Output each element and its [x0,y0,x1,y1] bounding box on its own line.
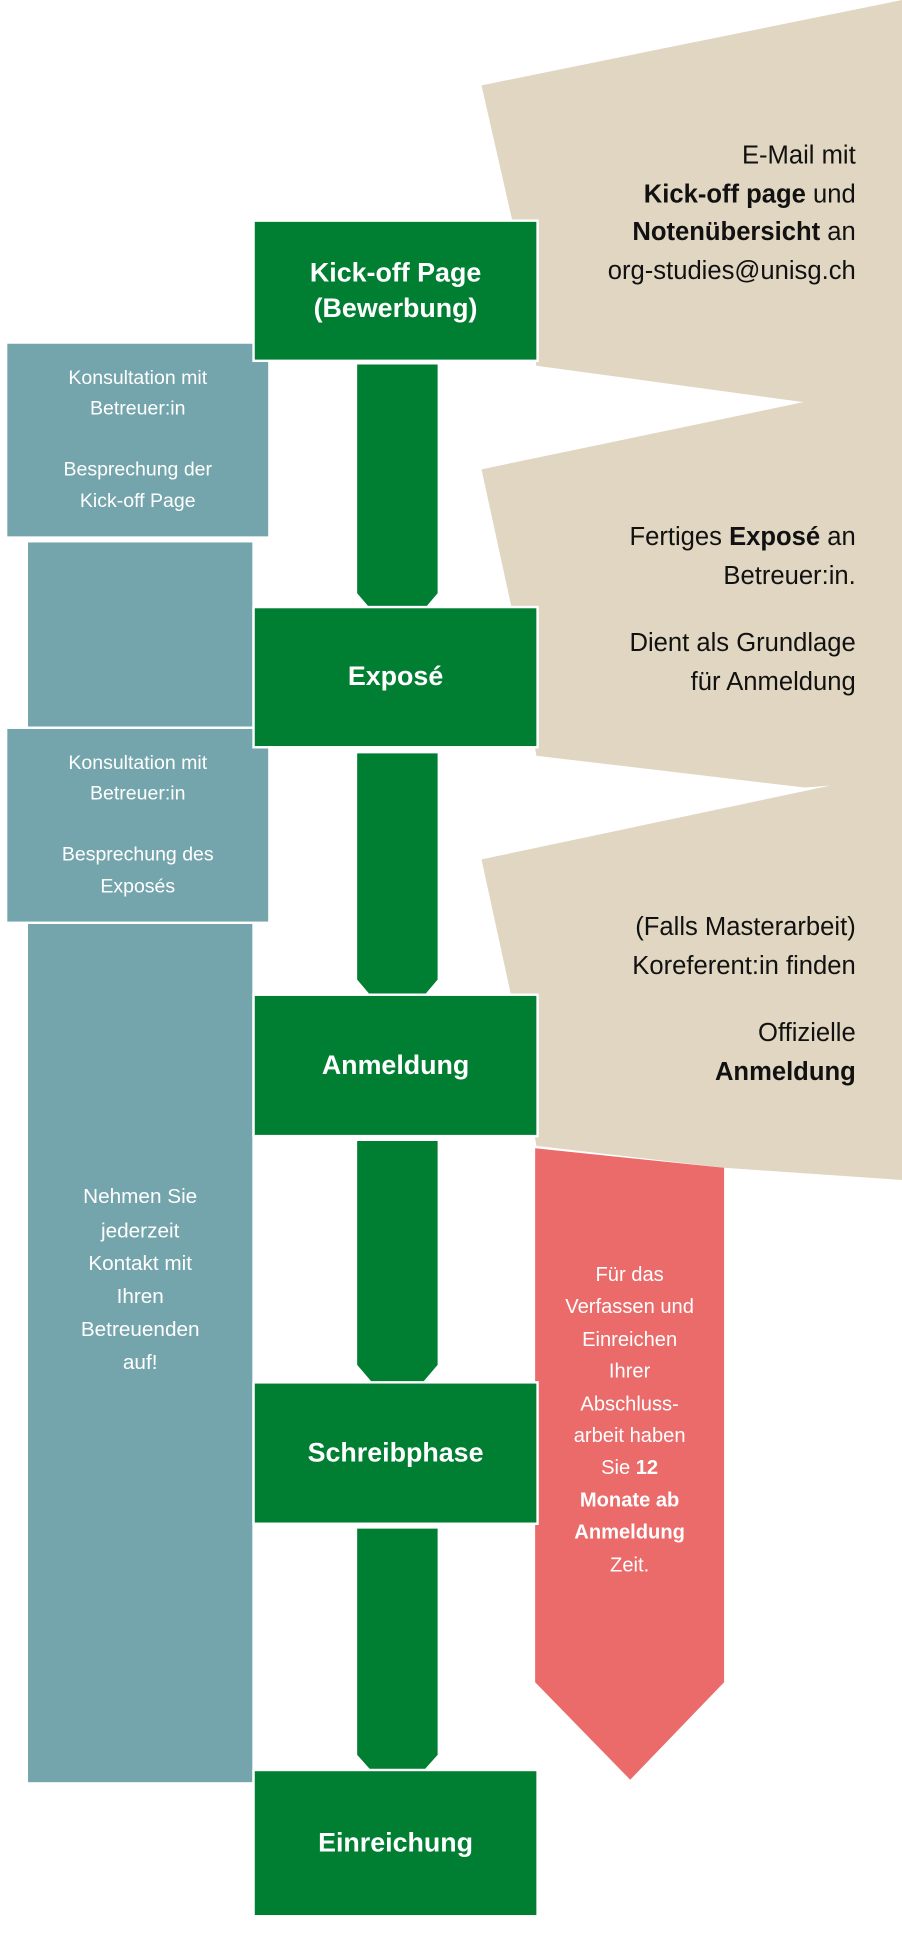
deadline-line: Monate ab [580,1484,679,1516]
step-title: Einreichung [318,1826,474,1858]
step-box-einreichung [252,1768,539,1918]
consultation-line: Exposés [100,875,176,897]
contact-note: Nehmen Sie jederzeit Kontakt mit Ihren B… [28,1176,252,1383]
contact-line: Nehmen Sie [83,1185,198,1209]
consultation-line: Betreuer:in [90,399,186,420]
step-title: Anmeldung [321,1049,470,1080]
note-line: Notenübersicht an [632,213,855,251]
consultation-line: Kick-off Page [79,490,196,512]
note-line: Anmeldung [715,1053,856,1091]
note-line: für Anmeldung [690,667,856,696]
deadline-line: Abschluss- [580,1392,679,1415]
deadline-line: Sie 12 [601,1452,658,1484]
note-line: Dient als Grundlage [629,629,856,658]
step-schreibphase: Schreibphase [254,1382,538,1523]
note-kickoff: E-Mail mit Kick-off page und Notenübersi… [536,122,856,305]
note-email: org-studies@unisg.ch [607,256,856,285]
deadline-line: Ihrer [608,1360,651,1383]
consultation-line: Besprechung der [63,459,213,481]
note-text: an [820,218,856,247]
deadline-bold: Anmeldung [574,1521,685,1544]
note-shape-kickoff [481,0,902,403]
step-subtitle: (Bewerbung) [313,291,478,323]
step-title: Kick-off Page [309,257,482,288]
consultation-2: Konsultation mit Betreuer:in Besprechung… [6,728,269,923]
consultation-box-2 [4,726,271,925]
deadline-line: Verfassen und [565,1296,694,1319]
consultation-line: Besprechung des [61,844,214,866]
consultation-line: Konsultation mit [68,367,208,389]
deadline-text: Sie [601,1457,636,1480]
step-box-expose [252,605,539,749]
deadline-arrow [535,1148,725,1780]
note-line: Kick-off page und [644,175,856,213]
note-shape-expose [481,381,902,788]
consultation-box-1 [4,341,271,539]
deadline-line: Einreichen [582,1328,678,1351]
note-bold: Anmeldung [714,1057,856,1086]
step-kickoff: Kick-off Page (Bewerbung) [254,221,538,361]
contact-line: Betreuenden [80,1317,200,1342]
note-bold: Notenübersicht [632,218,821,247]
deadline-line: Für das [595,1264,664,1287]
step-expose: Exposé [254,607,538,747]
step-box-kickoff [252,219,539,363]
contact-line: Kontakt mit [88,1251,193,1275]
deadline-line: arbeit haben [573,1425,686,1447]
deadline-note: Für das Verfassen und Einreichen Ihrer A… [535,1249,724,1590]
deadline-line: Zeit. [610,1553,650,1576]
note-line: (Falls Masterarbeit) [635,913,856,942]
step-anmeldung: Anmeldung [254,995,538,1136]
note-line: Fertiges Exposé an [629,518,855,556]
note-bold: Kick-off page [643,179,806,208]
arrow-down-3 [354,1138,441,1416]
step-title: Schreibphase [307,1436,484,1468]
note-shape-anmeldung [481,770,902,1180]
note-line: E-Mail mit [741,141,856,170]
note-line: Koreferent:in finden [632,951,856,980]
step-title: Exposé [347,660,444,692]
step-einreichung: Einreichung [254,1770,538,1916]
arrow-down-4 [354,1526,441,1804]
deadline-bold: Monate ab [579,1489,680,1512]
contact-line: auf! [122,1351,158,1375]
contact-line: Ihren [116,1284,164,1308]
note-anmeldung: (Falls Masterarbeit) Koreferent:in finde… [536,884,855,1116]
note-text: an [820,522,856,551]
consultation-1: Konsultation mit Betreuer:in Besprechung… [6,343,269,538]
note-expose: Fertiges Exposé an Betreuer:in. Dient al… [536,494,855,726]
contact-line: jederzeit [101,1218,180,1242]
arrow-down-2 [354,750,441,1031]
note-text: und [805,179,856,208]
consultation-line: Konsultation mit [68,753,208,774]
note-text: Fertiges [629,522,730,551]
consultation-line: Betreuer:in [90,784,186,806]
note-line: Offizielle [758,1019,856,1048]
deadline-line: Anmeldung [574,1517,685,1549]
arrow-down-1 [354,362,441,645]
step-box-schreibphase [252,1381,539,1525]
step-box-anmeldung [252,993,539,1138]
note-bold: Exposé [729,522,821,551]
note-line: Betreuer:in. [723,561,856,590]
deadline-bold: 12 [635,1457,659,1480]
